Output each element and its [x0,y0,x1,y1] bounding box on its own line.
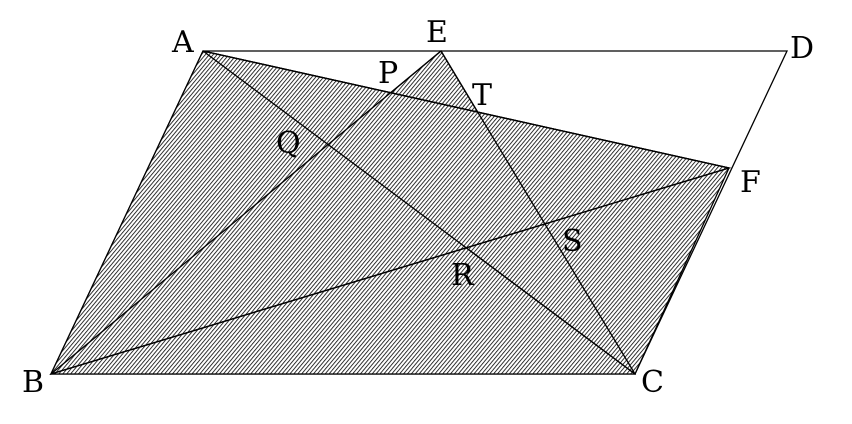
label-Q: Q [276,126,301,161]
label-D: D [790,31,814,66]
triangle-edges [50,50,730,375]
label-B: B [22,365,44,400]
label-S: S [562,224,583,259]
label-E: E [426,15,448,50]
segment-BE [50,50,442,375]
label-T: T [472,78,492,113]
label-F: F [740,165,761,200]
segment-EC [440,50,636,375]
label-R: R [451,258,475,293]
segment-AC [202,50,636,375]
label-C: C [641,365,664,400]
label-A: A [171,25,194,60]
label-P: P [378,56,398,91]
segment-BF [50,167,730,375]
segment-AF [202,50,730,169]
